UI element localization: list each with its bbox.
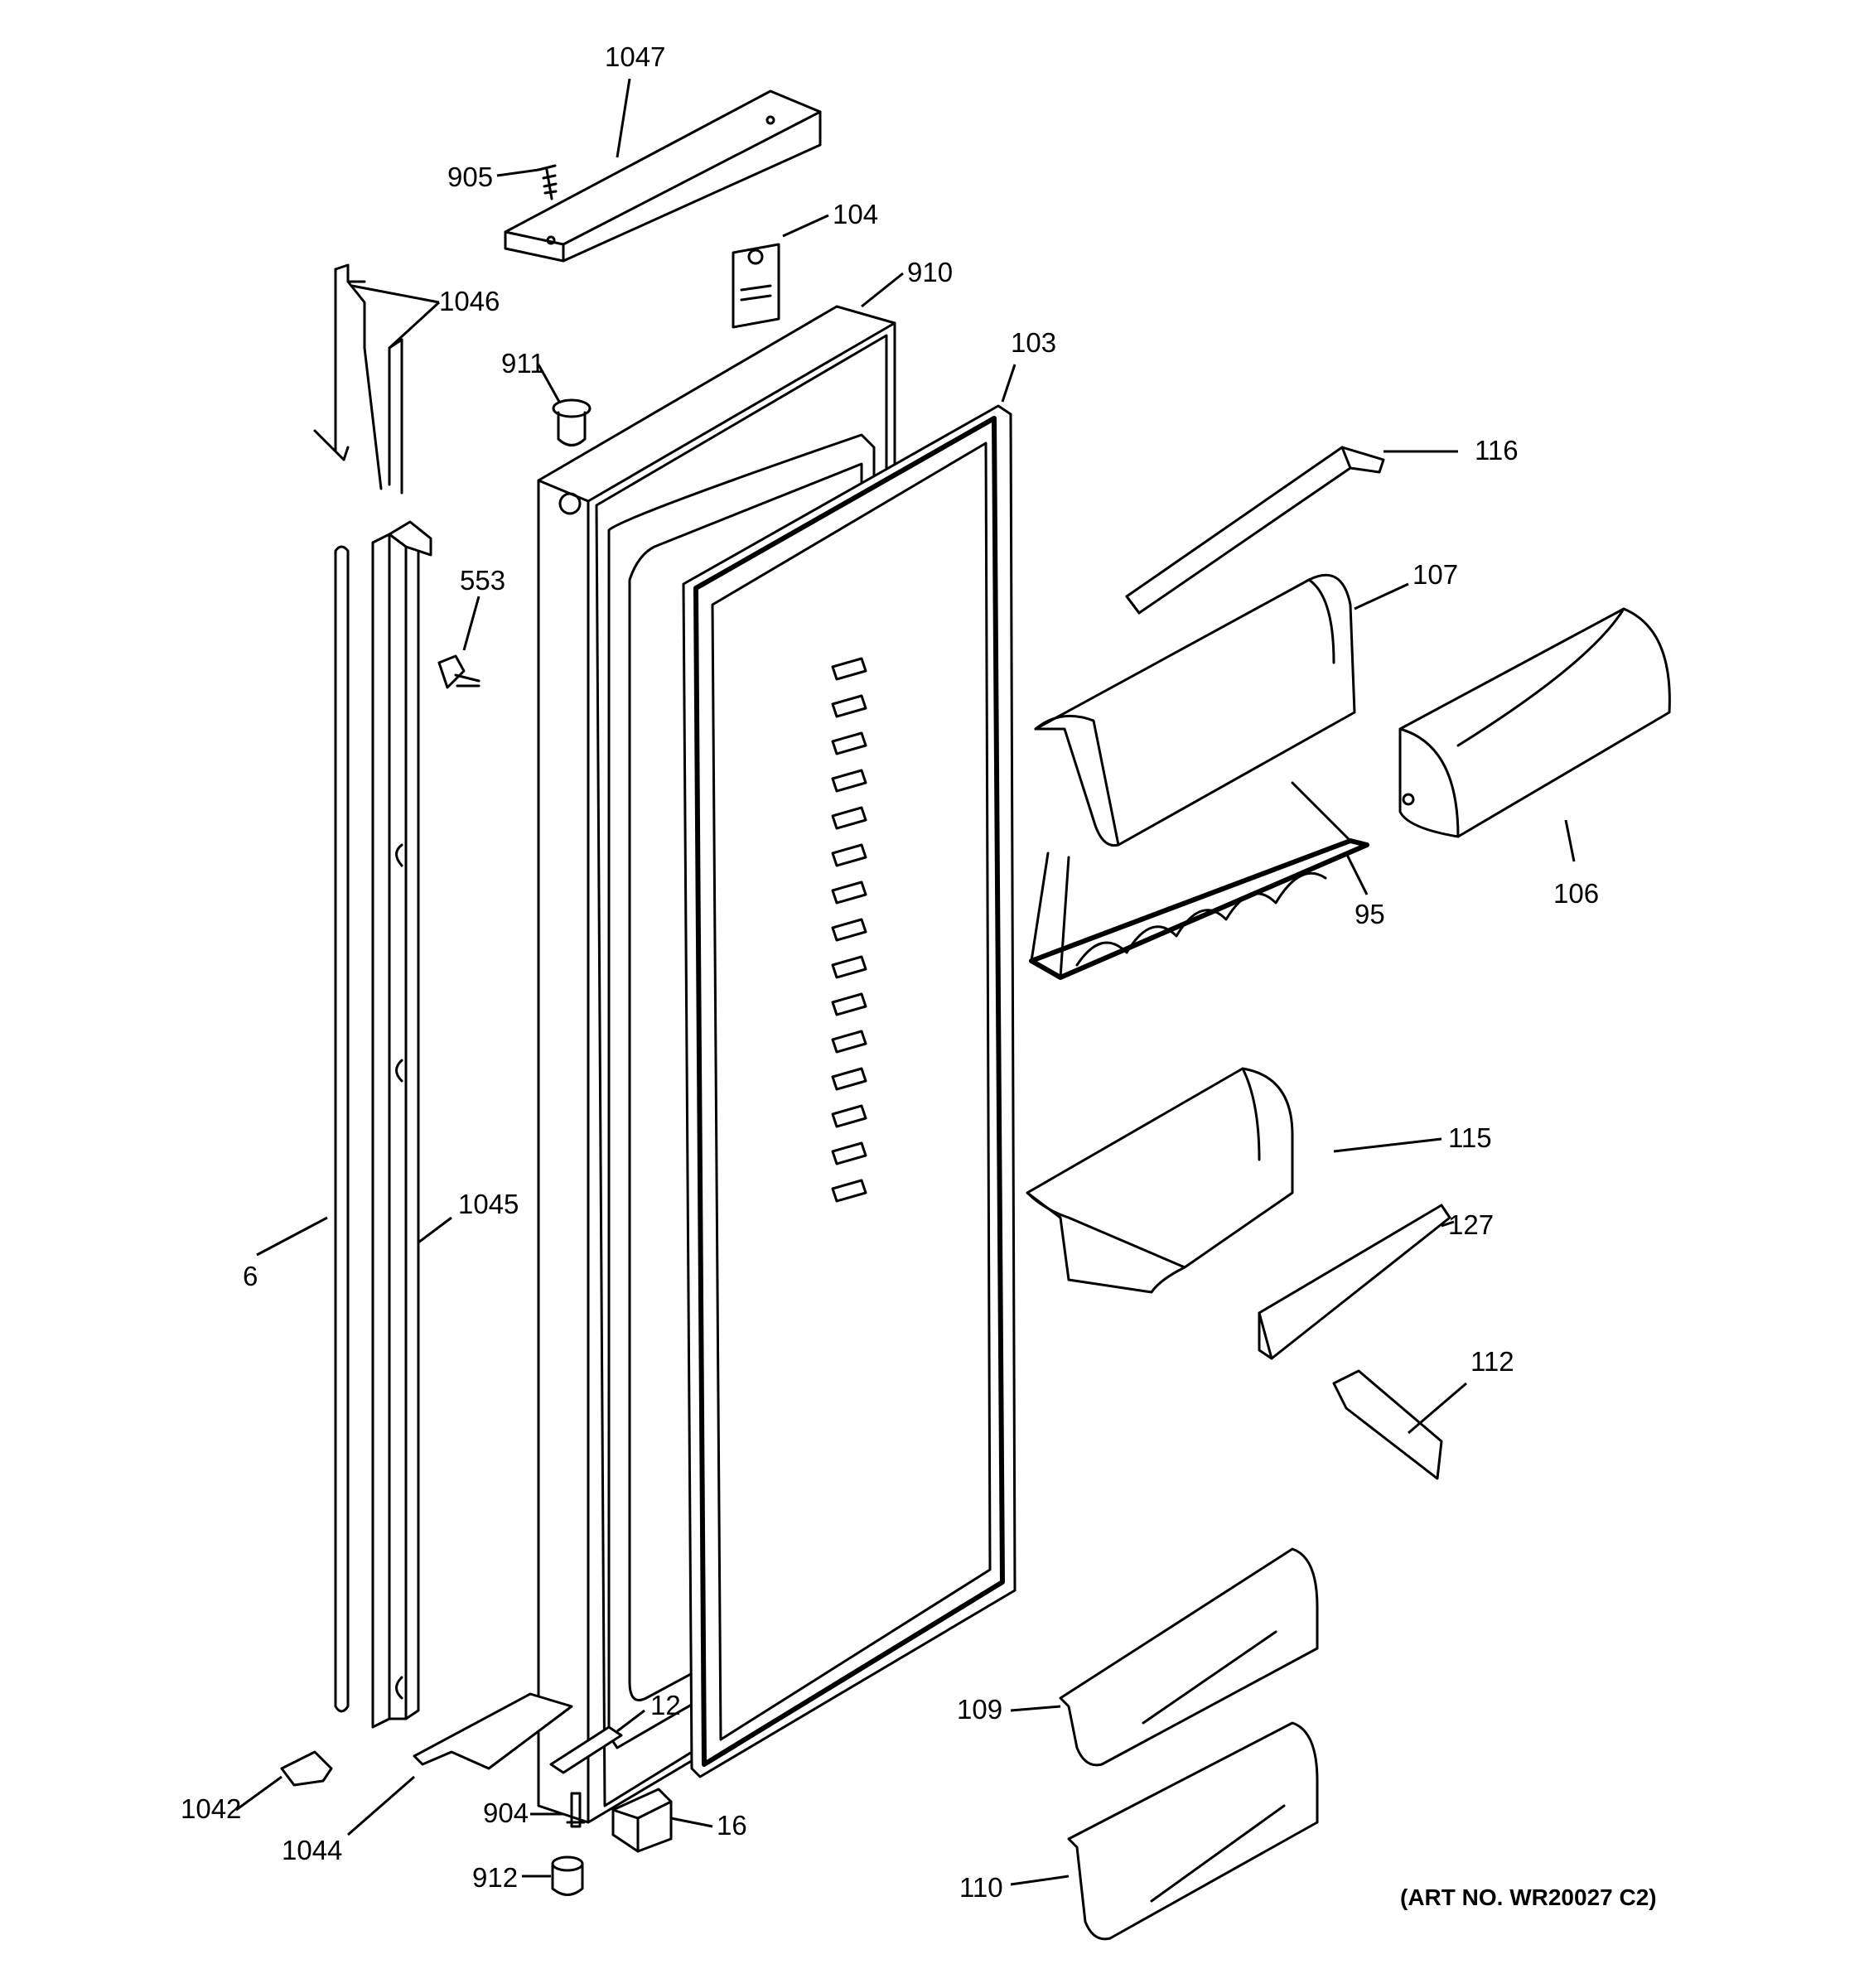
callout-905: 905	[447, 162, 493, 192]
callout-127: 127	[1448, 1209, 1494, 1240]
part-110-bin	[1067, 1721, 1319, 1941]
callout-553: 553	[460, 565, 505, 596]
part-door-ribs	[831, 657, 867, 1203]
leader-lines	[235, 78, 1576, 1886]
part-553-stop	[437, 654, 480, 689]
callout-1047: 1047	[605, 41, 665, 72]
callout-1042: 1042	[181, 1793, 241, 1824]
part-1042-clip	[280, 1750, 333, 1787]
callout-116: 116	[1475, 435, 1519, 466]
callout-1045: 1045	[458, 1189, 519, 1219]
part-1047-top-bracket	[504, 89, 822, 263]
callout-1046: 1046	[439, 286, 500, 316]
part-1044-bottom-bracket	[413, 1692, 573, 1770]
callout-95: 95	[1355, 899, 1385, 929]
part-112-tab	[1332, 1369, 1443, 1480]
callout-910: 910	[907, 257, 953, 287]
callout-911: 911	[501, 348, 545, 379]
callout-912: 912	[472, 1862, 518, 1893]
part-127-slide	[1258, 1204, 1451, 1360]
part-104-label	[732, 243, 780, 329]
callout-103: 103	[1011, 327, 1056, 358]
part-107-bin	[1034, 573, 1356, 847]
part-912-bushing	[551, 1855, 584, 1896]
callout-107: 107	[1412, 559, 1458, 590]
part-103-gasket	[682, 404, 1017, 1778]
part-95-wire-rack	[1029, 781, 1369, 980]
part-6-rod	[334, 545, 350, 1713]
part-12-plate	[549, 1725, 623, 1774]
part-905-screw	[537, 164, 558, 200]
part-911-bushing	[552, 398, 592, 446]
callout-110: 110	[959, 1872, 1003, 1903]
callout-12: 12	[650, 1690, 681, 1720]
part-1046-hinge-cover	[313, 263, 403, 495]
callout-16: 16	[717, 1810, 747, 1841]
callout-112: 112	[1470, 1346, 1514, 1377]
part-1045-channel	[371, 520, 432, 1729]
callout-106: 106	[1553, 878, 1599, 909]
callout-109: 109	[957, 1694, 1002, 1725]
callout-6: 6	[243, 1261, 258, 1291]
callout-904: 904	[483, 1797, 529, 1828]
part-106-cover	[1398, 607, 1671, 838]
part-904-pin	[566, 1792, 586, 1828]
callout-115: 115	[1448, 1122, 1492, 1153]
part-109-bin	[1059, 1547, 1319, 1767]
part-115-bin	[1026, 1067, 1294, 1294]
part-116-rail	[1125, 446, 1385, 615]
art-number: (ART NO. WR20027 C2)	[1400, 1884, 1657, 1910]
part-16-hinge-block	[611, 1788, 673, 1853]
callout-104: 104	[833, 199, 878, 229]
callout-1044: 1044	[282, 1835, 342, 1865]
